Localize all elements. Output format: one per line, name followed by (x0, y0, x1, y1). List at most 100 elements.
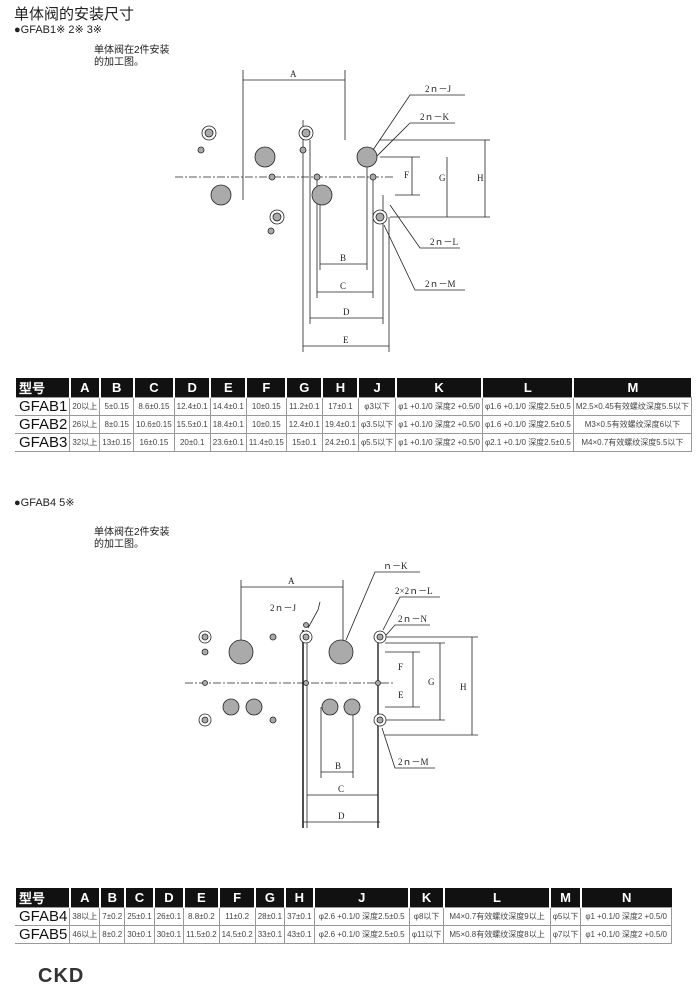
header-F: F (218, 888, 256, 908)
value-cell: φ1 +0.1/0 深度2 +0.5/0 (395, 397, 483, 416)
value-cell: 10±0.15 (245, 415, 287, 434)
value-cell: φ5以下 (549, 907, 582, 926)
value-cell: 25±0.1 (124, 907, 155, 926)
value-cell: M4×0.7有效螺纹深度9以上 (443, 907, 551, 926)
model-cell: GFAB2 (15, 415, 71, 434)
header-D: D (153, 888, 184, 908)
value-cell: 30±0.1 (124, 925, 155, 944)
dim-K: ｎ－K (383, 561, 408, 571)
value-cell: 12.4±0.1 (285, 415, 323, 434)
value-cell: 8.8±0.2 (183, 907, 220, 926)
header-J: J (357, 378, 396, 398)
header-K: K (408, 888, 444, 908)
value-cell: M4×0.7有效螺纹深度5.5以下 (572, 433, 692, 452)
value-cell: φ2.6 +0.1/0 深度2.5±0.5 (313, 925, 410, 944)
dim-C: C (340, 281, 346, 291)
dim-E: E (343, 335, 349, 345)
value-cell: 15±0.1 (285, 433, 323, 452)
header-A: A (68, 378, 100, 398)
value-cell: φ1 +0.1/0 深度2 +0.5/0 (395, 433, 483, 452)
section1-label: ●GFAB1※ 2※ 3※ (14, 24, 103, 36)
value-cell: φ3以下 (357, 397, 397, 416)
dim-B: B (340, 253, 346, 263)
header-H: H (321, 378, 359, 398)
header-D: D (173, 378, 211, 398)
header-A: A (68, 888, 100, 908)
value-cell: 11.5±0.2 (183, 925, 220, 944)
header-B: B (98, 378, 134, 398)
dim-F: F (398, 662, 403, 672)
header-G: G (285, 378, 323, 398)
model-cell: GFAB1 (15, 397, 71, 416)
header-E: E (182, 888, 220, 908)
value-cell: 5±0.15 (99, 397, 135, 416)
value-cell: 17±0.1 (321, 397, 359, 416)
dim-A: A (288, 576, 295, 586)
value-cell: 10.6±0.15 (133, 415, 175, 434)
value-cell: 11.2±0.1 (285, 397, 323, 416)
dim-H: H (460, 682, 467, 692)
value-cell: 28±0.1 (254, 907, 286, 926)
value-cell: 32以上 (69, 433, 101, 452)
header-H: H (283, 888, 315, 908)
value-cell: 8.6±0.15 (133, 397, 175, 416)
dim-F: F (404, 170, 409, 180)
value-cell: M5×0.8有效螺纹深度8以上 (443, 925, 551, 944)
header-C: C (123, 888, 155, 908)
value-cell: 20以上 (69, 397, 101, 416)
value-cell: φ1 +0.1/0 深度2 +0.5/0 (580, 925, 672, 944)
section2-note: 单体阀在2件安装的加工图。 (94, 527, 170, 550)
dim-E: E (398, 690, 404, 700)
value-cell: φ1 +0.1/0 深度2 +0.5/0 (395, 415, 483, 434)
dim-B: B (335, 761, 341, 771)
dim-J: 2ｎ－J (425, 84, 452, 94)
dim-H: H (477, 173, 484, 183)
header-model: 型号 (14, 888, 70, 908)
header-L: L (481, 378, 574, 398)
value-cell: M3×0.5有效螺纹深度6以下 (572, 415, 692, 434)
value-cell: φ3.5以下 (357, 415, 397, 434)
value-cell: φ1 +0.1/0 深度2 +0.5/0 (580, 907, 672, 926)
value-cell: 11.4±0.15 (245, 433, 287, 452)
header-N: N (579, 888, 672, 908)
dim-A: A (290, 69, 297, 79)
header-B: B (98, 888, 125, 908)
ckd-logo: CKD (38, 965, 85, 987)
value-cell: 19.4±0.1 (321, 415, 359, 434)
value-cell: 15.5±0.1 (173, 415, 211, 434)
page-title: 单体阀的安装尺寸 (14, 6, 135, 23)
value-cell: 8±0.2 (99, 925, 126, 944)
header-F: F (245, 378, 287, 398)
dim-N: 2ｎ－N (398, 614, 428, 624)
section1-note: 单体阀在2件安装的加工图。 (94, 45, 170, 68)
value-cell: φ5.5以下 (357, 433, 397, 452)
value-cell: 33±0.1 (254, 925, 286, 944)
value-cell: 7±0.2 (99, 907, 126, 926)
header-M: M (549, 888, 581, 908)
value-cell: 43±0.1 (284, 925, 315, 944)
model-cell: GFAB3 (15, 433, 71, 452)
section2-label: ●GFAB4 5※ (14, 497, 75, 509)
value-cell: 16±0.15 (133, 433, 175, 452)
dim-G: G (439, 173, 446, 183)
dim-C: C (338, 784, 344, 794)
dim-D: D (338, 811, 345, 821)
dim-D: D (343, 307, 350, 317)
value-cell: 11±0.2 (218, 907, 256, 926)
header-K: K (394, 378, 483, 398)
dim-G: G (428, 677, 435, 687)
model-cell: GFAB5 (15, 925, 71, 944)
value-cell: φ7以下 (549, 925, 582, 944)
value-cell: 12.4±0.1 (173, 397, 211, 416)
value-cell: φ2.6 +0.1/0 深度2.5±0.5 (313, 907, 410, 926)
value-cell: 8±0.15 (99, 415, 135, 434)
value-cell: 23.6±0.1 (209, 433, 247, 452)
value-cell: φ1.6 +0.1/0 深度2.5±0.5 (481, 415, 574, 434)
value-cell: 38以上 (69, 907, 101, 926)
value-cell: 10±0.15 (245, 397, 287, 416)
